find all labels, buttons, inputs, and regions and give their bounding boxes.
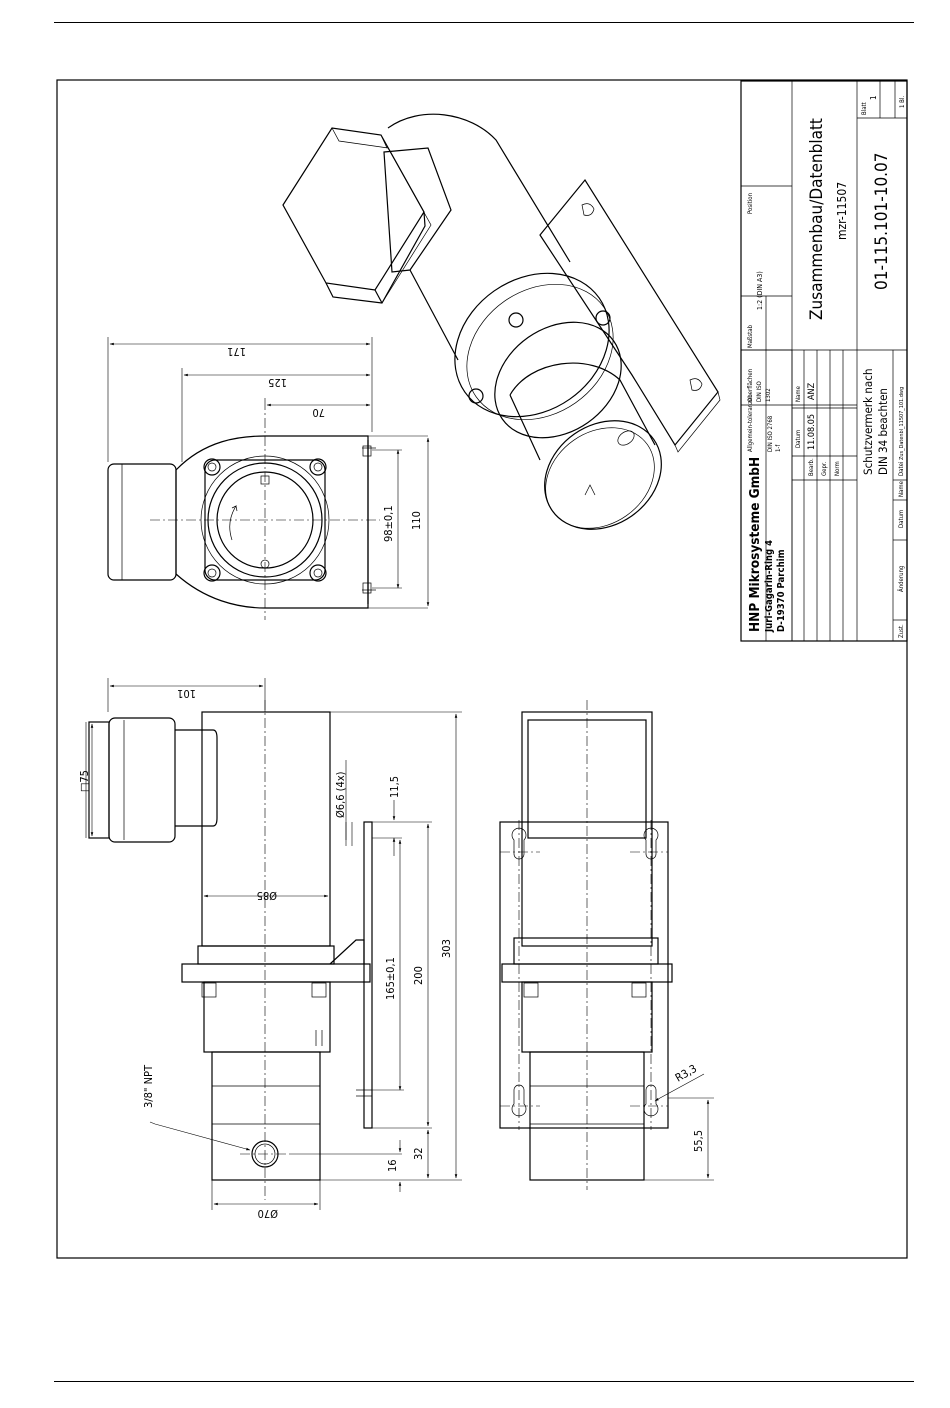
file-value: Zus_Datenbl_11507_101.dwg [899, 387, 905, 460]
dim-dia70: Ø70 [258, 1207, 278, 1220]
tolerances-label: Allgemein-toleranzen [747, 394, 754, 452]
dim-125: 125 [268, 376, 287, 389]
dim-70: 70 [312, 406, 325, 419]
dim-r33: R3,3 [673, 1062, 699, 1085]
bearb-label: Bearb. [808, 458, 815, 476]
file-label: Datei [898, 462, 905, 476]
company-name: HNP Mikrosysteme GmbH [747, 457, 763, 632]
sheets-value: 1 Bl. [899, 96, 906, 108]
dim-16: 16 [386, 1159, 399, 1172]
protection-note-1: Schutzvermerk nach [861, 368, 875, 475]
model: mzr-11507 [835, 182, 849, 240]
dim-200: 200 [412, 966, 425, 985]
company-city: D-19370 Parchim [776, 549, 787, 632]
dim-101: 101 [177, 687, 196, 700]
position-label: Position [747, 193, 754, 214]
dim-32: 32 [412, 1147, 425, 1160]
date-value: 11.08.05 [807, 414, 817, 450]
sheet-border [56, 79, 908, 1259]
rear-view [499, 700, 673, 1190]
date-label: Datum [795, 430, 802, 448]
side-view [88, 700, 373, 1200]
front-view-dims: 171 125 70 110 98±0,1 [107, 337, 430, 607]
surface-std2: 1302 [765, 388, 772, 402]
isometric-view [282, 113, 721, 530]
dim-sq75: □75 [78, 770, 91, 792]
rear-view-dims: R3,3 55,5 [644, 1062, 714, 1181]
drawing-number: 01-115.101-10.07 [872, 153, 892, 291]
dim-165: 165±0,1 [384, 957, 397, 1000]
name-label: Name [795, 385, 802, 402]
side-view-dims: 101 □75 Ø85 Ø70 3/8" NPT Ø6,6 (4x) 11,5 … [78, 678, 462, 1220]
scale-value: 1:2 (DIN A3) [756, 271, 764, 310]
dim-npt: 3/8" NPT [142, 1064, 155, 1108]
protection-note-2: DIN 34 beachten [876, 388, 890, 475]
scale-label: Maßstab [747, 324, 754, 348]
top-rule [54, 22, 914, 23]
title-block: HNP Mikrosysteme GmbH Juri-Gagarin-Ring … [740, 80, 908, 642]
name-col-label: Name [898, 480, 905, 497]
dim-55-5: 55,5 [692, 1130, 705, 1152]
tolerances-class: 1-f [775, 445, 782, 452]
date-col-label: Datum [898, 510, 905, 528]
gepr-label: Gepr. [821, 461, 828, 476]
name-value: ANZ [807, 382, 817, 400]
bottom-rule [54, 1381, 914, 1382]
surface-label: Oberflächen [747, 369, 754, 402]
dim-110: 110 [410, 511, 423, 530]
dim-hole: Ø6,6 (4x) [334, 771, 347, 818]
rev-label: Zust. [898, 624, 905, 638]
sheet-label: Blatt [861, 102, 868, 115]
sheet-value: 1 [869, 95, 878, 100]
tolerances-std: DIN ISO 2768 [767, 415, 774, 452]
dim-dia85: Ø85 [257, 889, 277, 902]
change-label: Änderung [898, 566, 905, 592]
dim-11-5: 11,5 [388, 776, 401, 798]
dim-98: 98±0,1 [382, 505, 395, 542]
drawing-title: Zusammenbau/Datenblatt [807, 118, 827, 320]
dim-171: 171 [227, 345, 246, 358]
dim-303: 303 [440, 939, 453, 958]
company-street: Juri-Gagarin-Ring 4 [764, 540, 775, 633]
norm-label: Norm [834, 461, 841, 476]
front-view [107, 400, 428, 620]
surface-std: DIN ISO [756, 381, 763, 402]
